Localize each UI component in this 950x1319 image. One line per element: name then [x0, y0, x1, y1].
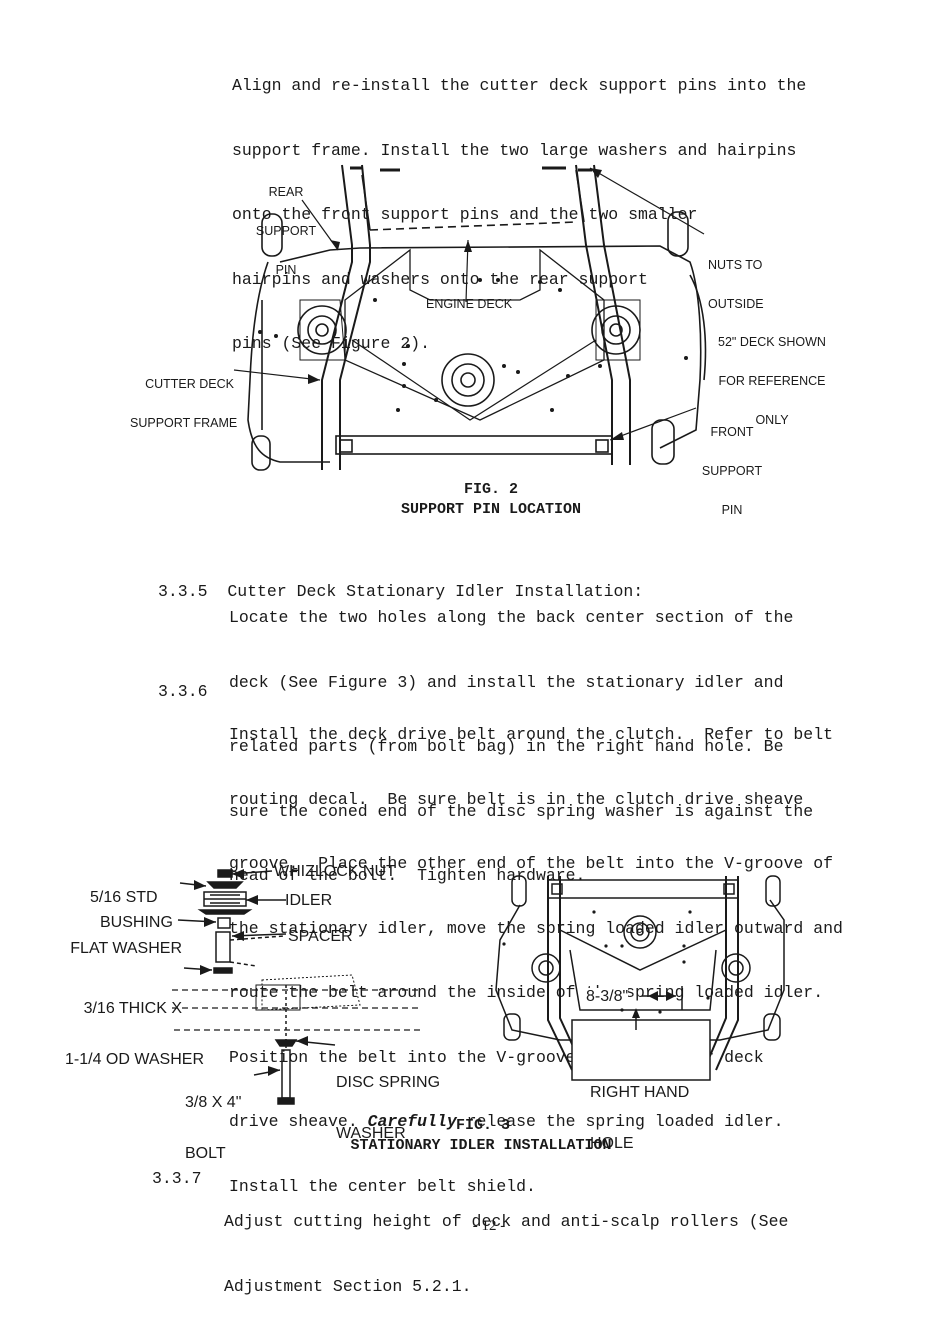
fig2-label-engine-deck: ENGINE DECK	[426, 297, 513, 311]
body-line: head of the bolt. Tighten hardware.	[229, 866, 586, 885]
body-line: routing decal. Be sure belt is in the cl…	[229, 789, 804, 809]
body-line: sure the coned end of the disc spring wa…	[229, 801, 814, 821]
body-line: Adjust cutting height of deck and anti-s…	[224, 1212, 789, 1231]
body-line: Install the center belt shield.	[229, 1176, 536, 1196]
page-number: - 12 -	[472, 1218, 506, 1234]
fig3-exploded-parts-diagram	[172, 869, 420, 1105]
label-line: FRONT	[710, 425, 754, 439]
label-line: CUTTER DECK	[145, 377, 234, 391]
fig2-support-pin-diagram	[233, 164, 707, 471]
label-line: NUTS TO	[708, 258, 763, 272]
section-3-3-7-number: 3.3.7	[152, 1169, 202, 1188]
fig2-label-nuts-to-outside: NUTS TO OUTSIDE	[708, 233, 764, 324]
fig2-label-front-support-pin: FRONT SUPPORT PIN	[700, 400, 764, 530]
fig2-label-rear-support-pin: REAR SUPPORT PIN	[255, 160, 317, 290]
body-line: Adjustment Section 5.2.1.	[224, 1276, 472, 1296]
section-3-3-6-number: 3.3.6	[158, 682, 208, 701]
label-line: RIGHT HAND	[590, 1084, 690, 1101]
intro-line: onto the front support pins and the two …	[232, 205, 698, 224]
fig3-label-dimension: 8-3/8"	[586, 988, 629, 1005]
body-line: Locate the two holes along the back cent…	[229, 608, 794, 627]
label-line: 3/8 X 4"	[185, 1094, 242, 1111]
body-line: related parts (from bolt bag) in the rig…	[229, 737, 784, 756]
section-3-3-5-body: Locate the two holes along the back cent…	[229, 564, 813, 908]
body-line: groove. Place the other end of the belt …	[229, 854, 833, 873]
fig3-caption-number: FIG. 3	[455, 1117, 510, 1134]
fig2-label-cutter-deck-support-frame: CUTTER DECK SUPPORT FRAME	[130, 352, 238, 443]
label-line: ONLY	[755, 413, 789, 427]
fig3-label-flat-washer: 5/16 STD FLAT WASHER	[68, 855, 182, 974]
body-line: Install the deck drive belt around the c…	[229, 725, 833, 744]
label-line: 3/16 THICK X	[83, 1000, 182, 1017]
fig2-caption-number: FIG. 2	[463, 481, 518, 498]
fig3-caption-title: STATIONARY IDLER INSTALLATION	[350, 1137, 612, 1154]
label-line: FLAT WASHER	[70, 940, 182, 957]
fig3-label-right-hand-hole: RIGHT HAND HOLE	[590, 1050, 689, 1169]
fig3-label-spacer: SPACER	[288, 928, 353, 945]
label-line: 5/16 STD	[90, 889, 158, 906]
label-line: FOR REFERENCE	[718, 374, 826, 388]
emphasis-carefully: Carefully	[367, 1112, 457, 1131]
fig2-label-deck-shown: 52" DECK SHOWN FOR REFERENCE ONLY	[716, 310, 828, 440]
section-title: Cutter Deck Stationary Idler Installatio…	[227, 582, 644, 601]
intro-line: Align and re-install the cutter deck sup…	[232, 76, 807, 95]
fig3-label-whizlock-nut: WHIZLOCK NUT	[274, 863, 396, 880]
body-line-emphasis: drive sheave. Carefully release the spri…	[229, 1111, 843, 1133]
body-line: deck (See Figure 3) and install the stat…	[229, 672, 784, 692]
fig3-deck-location-diagram	[495, 875, 785, 1081]
label-line: SUPPORT	[701, 464, 763, 478]
fig3-label-idler: IDLER	[285, 892, 333, 909]
intro-line: support frame. Install the two large was…	[232, 140, 797, 160]
fig3-label-bushing: BUSHING	[100, 914, 173, 931]
label-line: SUPPORT	[255, 224, 317, 238]
label-line: PIN	[275, 263, 297, 277]
section-3-3-5: 3.3.5 Cutter Deck Stationary Idler Insta…	[158, 538, 643, 624]
fig2-caption-title: SUPPORT PIN LOCATION	[400, 501, 582, 518]
label-line: REAR	[268, 185, 304, 199]
label-line: SUPPORT FRAME	[130, 416, 238, 430]
section-3-3-7-body: Adjust cutting height of deck and anti-s…	[224, 1168, 788, 1319]
fig3-label-thick-washer: 3/16 THICK X 1-1/4 OD WASHER	[58, 966, 204, 1085]
section-number: 3.3.5	[158, 582, 208, 601]
fig3-label-bolt: 3/8 X 4" BOLT	[185, 1060, 241, 1179]
label-line: 1-1/4 OD WASHER	[65, 1051, 204, 1068]
label-line: PIN	[721, 503, 743, 517]
text-span: drive sheave.	[229, 1112, 368, 1131]
label-line: OUTSIDE	[708, 297, 764, 311]
label-line: DISC SPRING	[336, 1074, 441, 1091]
fig3-label-disc-spring-washer: DISC SPRING WASHER	[336, 1040, 440, 1159]
body-line: the stationary idler, move the spring lo…	[229, 918, 843, 938]
label-line: WASHER	[336, 1125, 406, 1142]
label-line: 52" DECK SHOWN	[718, 335, 826, 349]
text-span: release the spring loaded idler.	[456, 1112, 784, 1131]
label-line: HOLE	[590, 1135, 634, 1152]
label-line: BOLT	[185, 1145, 226, 1162]
